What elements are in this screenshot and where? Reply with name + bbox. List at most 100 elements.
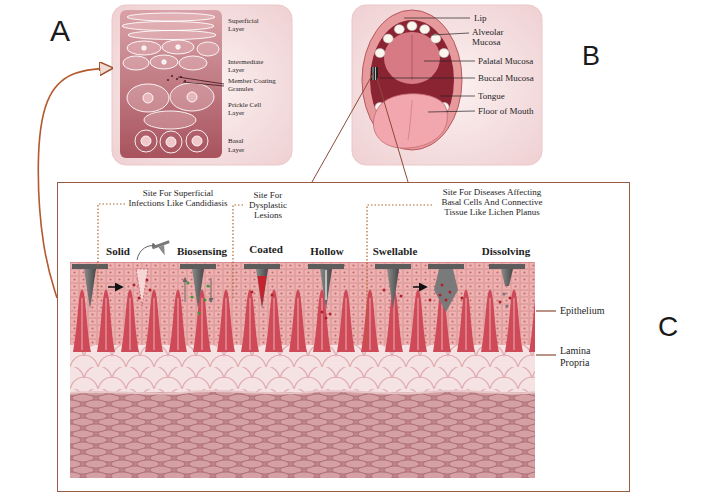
label-box: Buccal Mucosa [478,73,534,83]
microneedle [413,286,426,288]
leader-line [536,311,556,355]
part-label: Coated [249,243,283,255]
microneedle [505,304,508,307]
microneedle [489,264,525,269]
part-label: Prickle Cell Layer [228,101,261,117]
microneedle [325,270,327,300]
microneedle [133,279,152,300]
teeth [394,25,404,34]
part-label: Swellable [373,245,418,257]
microneedle [211,278,212,302]
microneedle [439,294,442,297]
lip [362,10,462,150]
zoom-line [352,72,403,165]
microneedle [375,264,411,269]
prickle-cells [127,84,169,112]
microneedle [192,269,204,309]
part-label: Member Coating Granules [228,77,276,93]
microneedle [258,276,267,306]
microneedle [190,295,193,298]
microneedle [186,281,189,284]
basal-cells [135,130,157,152]
label-box: Prickle Cell Layer [228,101,268,117]
basal-cells [186,130,208,152]
microneedle [72,264,108,269]
microneedle [203,298,206,301]
intermediate-cells [176,45,180,49]
leader-line [178,77,224,84]
panel-letter: A [50,16,70,46]
label-box: Biosensing [152,245,252,258]
basal-cells [135,130,208,153]
tissue [70,345,535,395]
microneedle [501,269,513,286]
leader-line [404,18,470,19]
microneedle [149,289,152,292]
label-box: Superficial Layer [228,17,268,33]
intermediate-cells [162,40,194,54]
label-box: Solid [68,245,168,258]
label-box: Intermediate Layer [228,58,268,74]
tissue [70,262,535,352]
microneedle [133,284,136,287]
part-label: Lamina Propria [560,345,591,368]
label-box: Tongue [478,91,505,101]
microneedle [197,311,200,314]
palate [384,32,440,84]
label-box: Lamina Propria [560,345,605,369]
tissue [70,391,535,394]
leader-line [183,82,224,86]
label-box: Site For Diseases Affecting Basal Cells … [436,187,548,217]
microneedle [321,311,332,320]
basal-cells [160,131,182,153]
leader-line [380,18,475,112]
teeth [375,49,385,58]
microneedle [186,281,209,314]
microneedle [383,289,386,292]
leader-line [440,96,475,97]
part-label: Site For Dysplastic Lesions [249,190,287,220]
tissue [70,392,535,478]
microneedle [387,269,399,309]
microneedle [185,278,186,302]
tissue [70,262,535,352]
coating-granules [167,79,169,81]
part-label: Basal Layer [228,137,244,154]
label-box: Palatal Mucosa [478,56,533,66]
microneedle [325,317,328,320]
microneedle [441,284,444,287]
microneedle [244,264,280,269]
leader-line [536,354,556,355]
prickle-cells [143,93,153,103]
label-box: Swellable [345,245,445,258]
microneedle [461,297,464,300]
part-label: Biosensing [177,245,227,257]
leader-line [178,77,224,86]
tissue [70,262,535,263]
leader-line [380,78,475,79]
superficial-cells [127,13,215,21]
panel-a-art [112,5,292,165]
teeth [407,22,417,31]
connector-line [403,165,408,182]
part-label: Palatal Mucosa [478,56,533,66]
label-box: Floor of Mouth [478,106,534,116]
basal-cells [192,136,202,146]
leader-line [428,111,475,112]
tongue-groove [408,100,412,140]
microneedle [180,264,216,269]
microneedle [449,291,452,294]
basal-cells [141,136,151,146]
prickle-cells [144,111,196,129]
superficial-cells [122,22,214,31]
part-label: Hollow [310,245,344,257]
intermediate-cells [179,56,207,70]
prickle-cells [127,83,214,129]
teeth [383,34,393,43]
microneedle [72,240,525,319]
microneedle [251,291,254,294]
superficial-cells [122,13,216,40]
part-label: Lip [474,13,487,23]
coating-granules [167,75,186,82]
